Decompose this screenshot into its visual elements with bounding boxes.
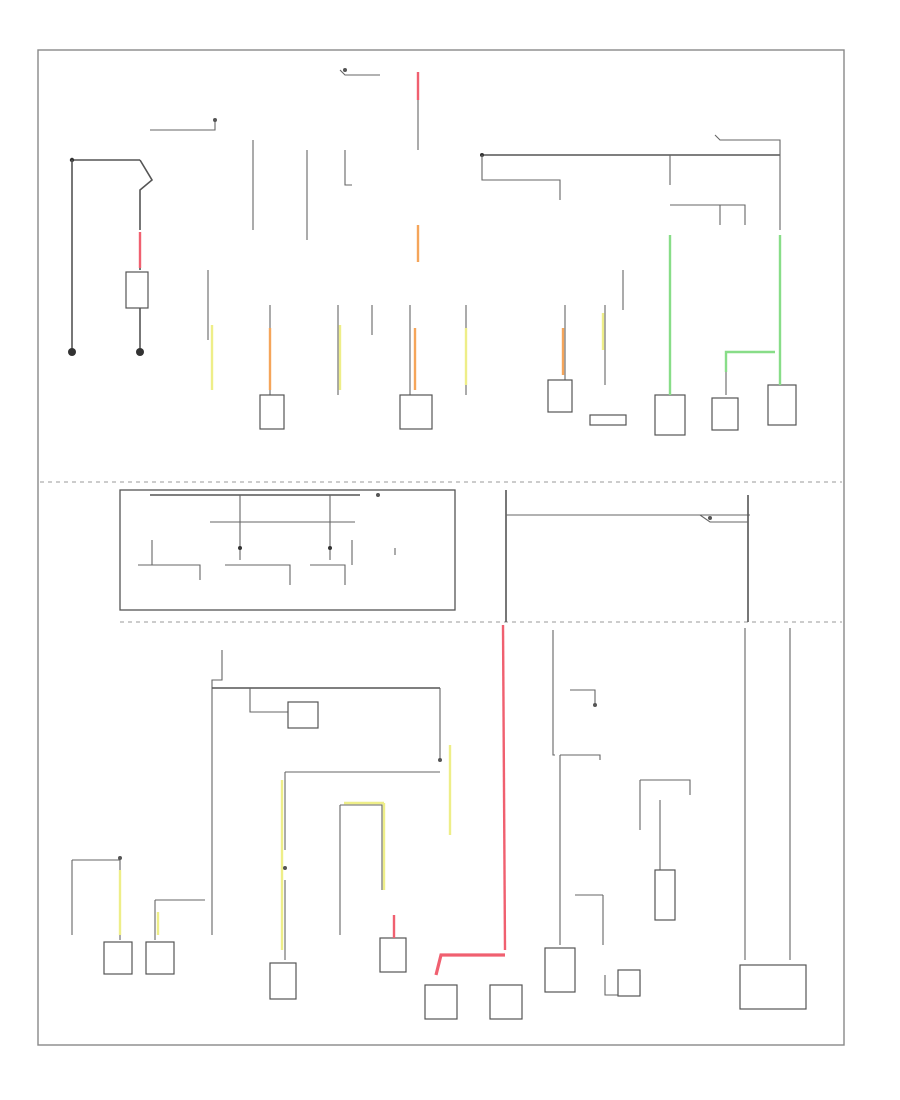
component-box [547, 379, 573, 413]
ground-point [68, 348, 76, 356]
wire-red [501, 624, 507, 951]
ground-point [136, 348, 144, 356]
component-box [617, 969, 641, 997]
wire-red [434, 953, 505, 976]
component-box [711, 397, 739, 431]
component-box [145, 941, 175, 975]
relay-box [125, 271, 149, 309]
connector-markers [118, 68, 712, 870]
component-box [399, 394, 433, 430]
colored-wires [118, 72, 782, 976]
component-box [259, 394, 285, 430]
component-box [544, 947, 576, 993]
middle-section [119, 489, 750, 622]
component-box [424, 984, 458, 1020]
component-box [767, 384, 797, 426]
wire-green [724, 350, 775, 372]
diagram-frame [37, 49, 845, 1046]
lower-section [71, 628, 807, 1020]
component-box [287, 701, 319, 729]
component-box [379, 937, 407, 973]
component-box [739, 964, 807, 1010]
component-box [269, 962, 297, 1000]
component-box [589, 414, 627, 426]
upper-section [68, 69, 797, 436]
fuse-relay-box [119, 489, 456, 611]
component-box [654, 869, 676, 921]
component-box [489, 984, 523, 1020]
component-box [654, 394, 686, 436]
component-box [103, 941, 133, 975]
